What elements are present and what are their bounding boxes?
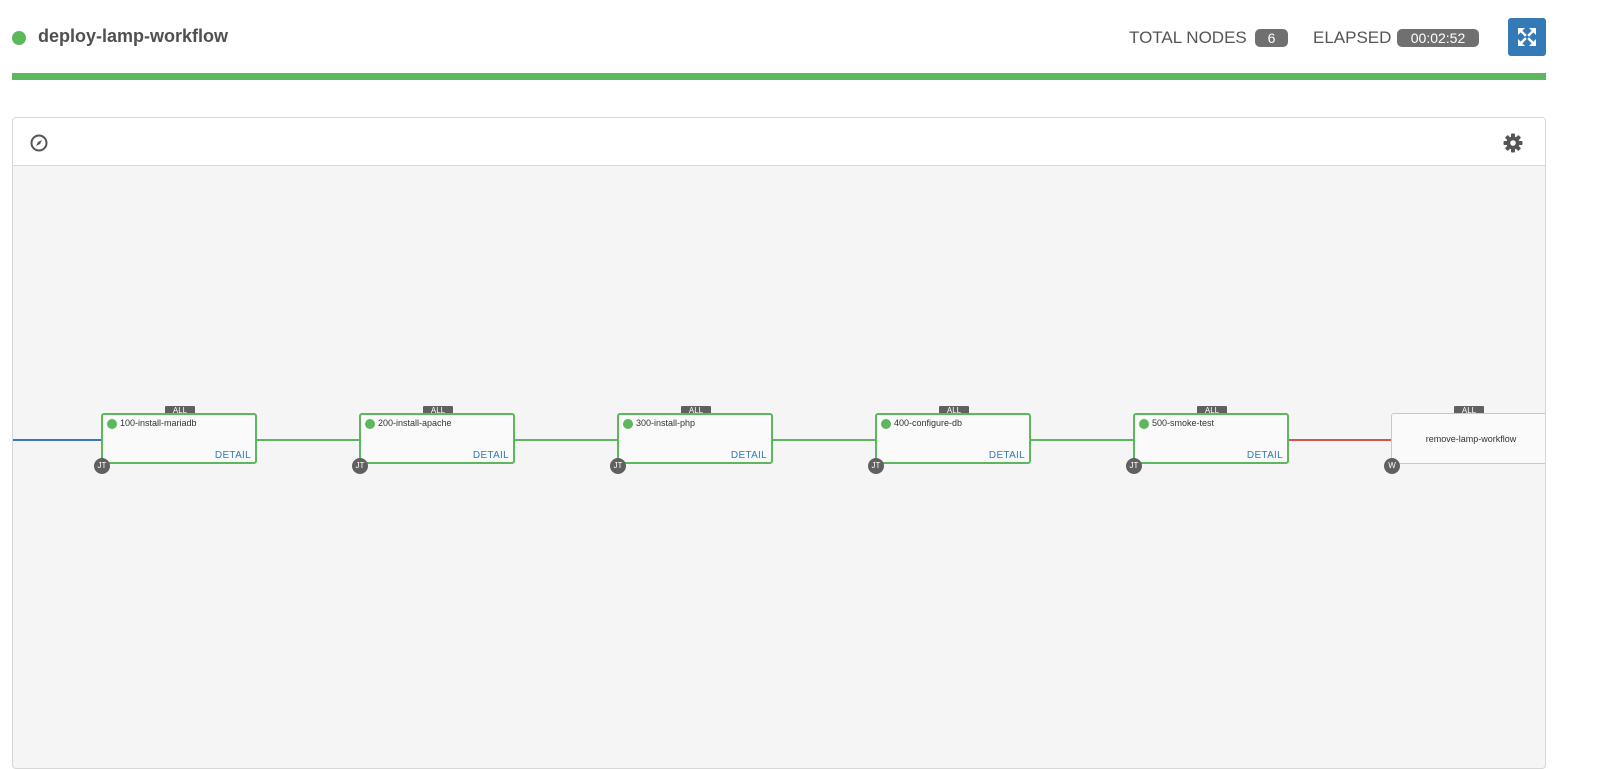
workflow-progress-bar (12, 73, 1546, 80)
node-name: 200-install-apache (378, 418, 452, 428)
edge-label-badge: ALL (939, 406, 969, 416)
node-detail-link[interactable]: DETAIL (1246, 450, 1283, 461)
node-type-badge: JT (352, 458, 368, 474)
elapsed-badge: 00:02:52 (1397, 29, 1479, 47)
total-nodes-badge: 6 (1255, 29, 1288, 47)
node-type-badge: W (1384, 458, 1400, 474)
elapsed-label: ELAPSED (1313, 28, 1392, 47)
node-detail-link[interactable]: DETAIL (472, 450, 509, 461)
success-link[interactable] (773, 439, 877, 441)
node-status-dot (107, 419, 117, 429)
expand-icon (1518, 28, 1536, 46)
node-type-badge: JT (610, 458, 626, 474)
workflow-node[interactable]: 500-smoke-test DETAIL (1133, 413, 1289, 464)
workflow-canvas[interactable]: ALL 100-install-mariadb DETAIL JT ALL 20… (13, 166, 1545, 768)
node-status-dot (1139, 419, 1149, 429)
success-link[interactable] (1031, 439, 1135, 441)
total-nodes-label: TOTAL NODES (1129, 28, 1247, 47)
gear-icon[interactable] (1503, 133, 1523, 153)
workflow-node[interactable]: 100-install-mariadb DETAIL (101, 413, 257, 464)
workflow-header: deploy-lamp-workflow TOTAL NODES 6 ELAPS… (12, 0, 1546, 74)
node-type-badge: JT (94, 458, 110, 474)
node-name: 400-configure-db (894, 418, 963, 428)
node-name: 500-smoke-test (1152, 418, 1215, 428)
workflow-node[interactable]: 400-configure-db DETAIL (875, 413, 1031, 464)
workflow-node[interactable]: 200-install-apache DETAIL (359, 413, 515, 464)
edge-label-badge: ALL (681, 406, 711, 416)
success-link[interactable] (515, 439, 619, 441)
node-name: 300-install-php (636, 418, 696, 428)
edge-label-badge: ALL (1197, 406, 1227, 416)
node-detail-link[interactable]: DETAIL (988, 450, 1025, 461)
node-status-dot (623, 419, 633, 429)
node-type-badge: JT (868, 458, 884, 474)
node-type-badge: JT (1126, 458, 1142, 474)
graph-toolbar (13, 118, 1545, 166)
status-indicator-dot (12, 31, 26, 45)
start-link[interactable] (13, 439, 101, 441)
node-status-dot (365, 419, 375, 429)
edge-label-badge: ALL (1454, 406, 1484, 416)
node-detail-link[interactable]: DETAIL (214, 450, 251, 461)
success-link[interactable] (257, 439, 361, 441)
edge-label-badge: ALL (423, 406, 453, 416)
expand-button[interactable] (1508, 18, 1546, 56)
edge-label-badge: ALL (165, 406, 195, 416)
compass-icon[interactable] (30, 134, 48, 152)
node-detail-link[interactable]: DETAIL (730, 450, 767, 461)
failure-link[interactable] (1289, 439, 1393, 441)
workflow-graph-panel: ALL 100-install-mariadb DETAIL JT ALL 20… (12, 117, 1546, 769)
workflow-title: deploy-lamp-workflow (38, 26, 229, 46)
node-status-dot (881, 419, 891, 429)
workflow-node[interactable]: remove-lamp-workflow (1391, 413, 1545, 464)
workflow-node[interactable]: 300-install-php DETAIL (617, 413, 773, 464)
node-name: remove-lamp-workflow (1425, 434, 1517, 444)
node-name: 100-install-mariadb (120, 418, 197, 428)
